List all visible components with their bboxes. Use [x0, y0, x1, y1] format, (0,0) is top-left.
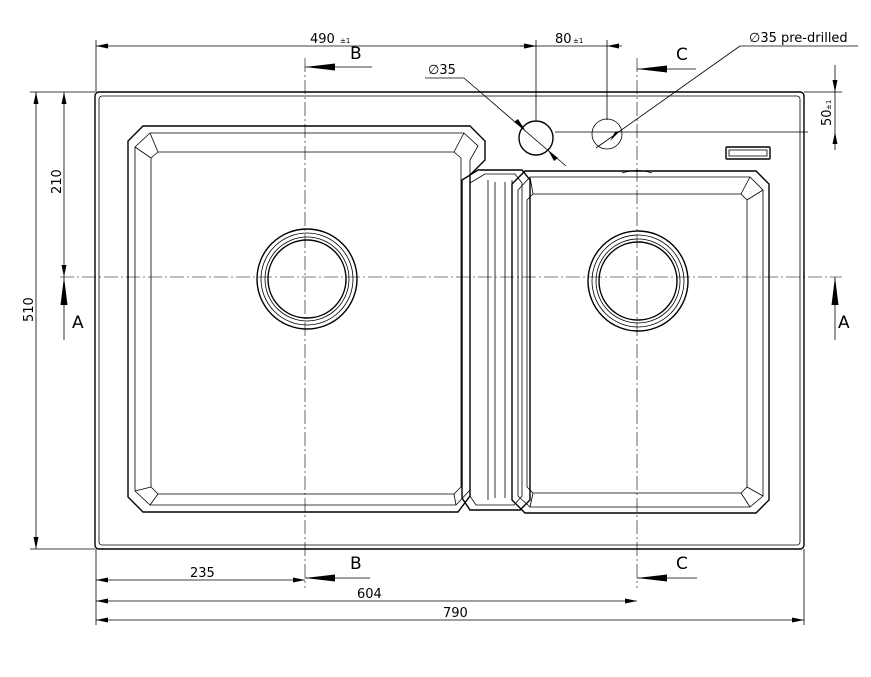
dimension-790-label: 790: [443, 606, 468, 621]
dimension-80: [520, 40, 622, 120]
dimension-235-label: 235: [190, 566, 215, 581]
section-b-bottom-label: B: [350, 554, 362, 574]
dimension-235: [95, 549, 305, 625]
dimension-490-label: 490: [310, 32, 335, 47]
dimension-510: [30, 91, 95, 550]
section-c-bottom-marker: [637, 574, 697, 582]
section-b-top-marker: [305, 63, 372, 71]
section-c-bottom-label: C: [676, 554, 688, 574]
dimension-490-tolerance: ±1: [340, 37, 350, 45]
dimension-510-label: 510: [22, 297, 37, 322]
bowl-divider: [461, 169, 531, 511]
left-drain: [256, 228, 358, 330]
right-bowl: [511, 170, 770, 514]
tap-hole: [518, 120, 554, 156]
dimension-790: [96, 549, 805, 625]
dimension-604: [96, 598, 637, 604]
section-a-left-label: A: [72, 313, 84, 333]
overflow-slot: [725, 146, 771, 160]
dimension-80-tolerance: ±1: [573, 37, 583, 45]
dimension-50: [804, 65, 842, 150]
right-drain: [587, 230, 689, 332]
dimension-50-label: 50: [820, 109, 835, 126]
dimension-490: [95, 40, 537, 120]
section-b-top-label: B: [350, 44, 362, 64]
dimension-80-label: 80: [555, 32, 572, 47]
section-c-top-label: C: [676, 45, 688, 65]
dimension-50-tolerance: ±1: [825, 100, 833, 110]
section-a-right-marker: [831, 277, 839, 340]
predrilled-leader: [595, 45, 858, 149]
section-a-right-label: A: [838, 313, 850, 333]
predrilled-label: ∅35 pre-drilled: [749, 31, 848, 46]
dimension-210-label: 210: [50, 169, 65, 194]
predrilled-hole: [591, 118, 623, 150]
dimension-604-label: 604: [357, 587, 382, 602]
sink-body: [94, 91, 805, 550]
hole-leader: [425, 77, 567, 167]
center-lines: [60, 58, 842, 588]
section-b-bottom-marker: [305, 574, 370, 582]
section-c-top-marker: [637, 65, 696, 73]
left-bowl: [127, 125, 486, 513]
dimension-210: [61, 92, 67, 277]
section-a-left-marker: [60, 277, 68, 340]
hole-label: ∅35: [428, 63, 456, 78]
